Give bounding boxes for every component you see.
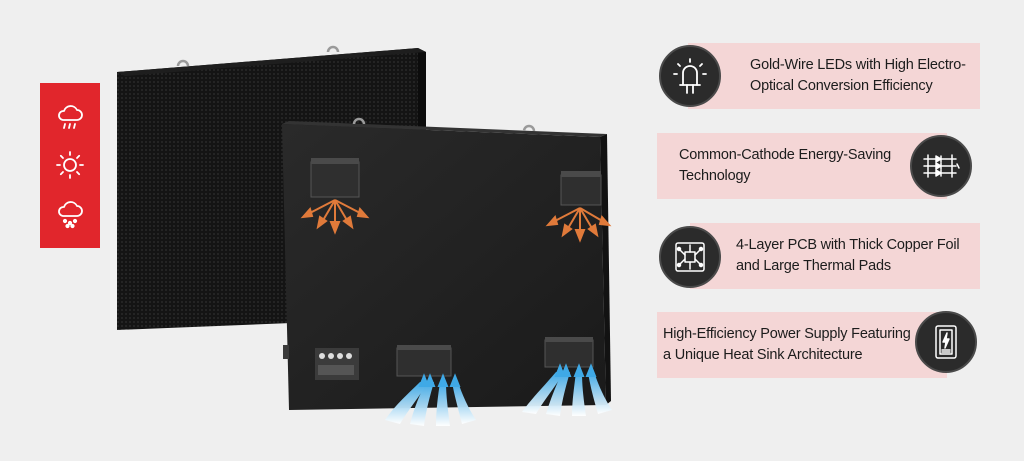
pcb-chip-icon [659,226,721,288]
rain-cloud-icon [54,101,86,133]
warm-airflow-arrows [300,199,612,243]
rear-cabinet [282,117,611,410]
feature-card-gold-wire-leds: Gold-Wire LEDs with High Electro-Optical… [688,43,980,109]
led-light-icon [659,45,721,107]
feature-card-4-layer-pcb: 4-Layer PCB with Thick Copper Foil and L… [690,223,980,289]
feature-card-common-cathode: Common-Cathode Energy-Saving Technology [657,133,947,199]
weather-icon-strip [40,83,100,248]
feature-text: Gold-Wire LEDs with High Electro-Optical… [750,57,966,94]
cool-airflow-arrows [385,363,612,426]
sun-icon [54,149,86,181]
snow-cloud-icon [54,198,86,230]
feature-card-power-supply: High-Efficiency Power Supply Featuring a… [657,312,947,378]
led-cabinet-illustration [117,45,612,426]
feature-text: Common-Cathode Energy-Saving Technology [679,147,892,184]
feature-text: 4-Layer PCB with Thick Copper Foil and L… [736,237,960,274]
circuit-diode-icon [910,135,972,197]
feature-text: High-Efficiency Power Supply Featuring a… [663,326,911,363]
power-supply-battery-icon [915,311,977,373]
